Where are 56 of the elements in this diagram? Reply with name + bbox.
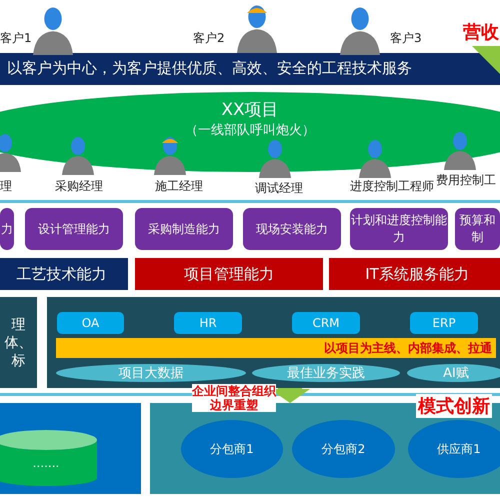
system-box (292, 312, 360, 334)
node-title: 设计管理能力 (38, 220, 110, 238)
person-label: 客户1 (0, 30, 32, 47)
node-title: IT系统服务能力 (365, 264, 469, 284)
node-title: 理体、标 (4, 316, 34, 370)
system-box (57, 312, 124, 334)
system-box (174, 312, 242, 334)
node-subtitle: （一线部队呼叫炮火） (185, 122, 315, 139)
node-title: 计划和进度控制能力 (350, 212, 448, 246)
enterprise-panel (0, 403, 141, 494)
node-title: 分包商1 (210, 440, 254, 458)
node-title: HR (199, 316, 217, 330)
node-title: 最佳业务实践 (287, 365, 365, 382)
node-title: 采购制造能力 (148, 220, 220, 238)
node-title: 预算和制 (458, 212, 496, 246)
node-title: CRM (312, 316, 340, 330)
node-title: 现场安装能力 (256, 220, 328, 238)
node-title: AI赋 (443, 365, 469, 382)
capability-box (0, 208, 14, 250)
capability-bar (0, 258, 128, 290)
person-label: 客户3 (390, 30, 422, 47)
person-label: 采购经理 (55, 178, 103, 195)
callout-text: 营收 (463, 21, 499, 44)
node-title: 项目大数据 (118, 365, 184, 382)
capability-box (25, 208, 123, 250)
person-label: 施工经理 (155, 178, 203, 195)
system-box (410, 312, 478, 334)
node-title: 项目管理能力 (184, 264, 274, 284)
node-title: 供应商1 (437, 440, 481, 458)
node-title: 以项目为主线、内部集成、拉通 (324, 340, 492, 356)
node-title: 工艺技术能力 (16, 264, 106, 284)
node-title: OA (82, 316, 100, 330)
banner-band (0, 53, 500, 85)
platform-disc (407, 364, 500, 382)
node-title: XX项目 (221, 99, 279, 121)
edge-label: 企业间整合组织边界重塑 (192, 384, 276, 412)
callout-text: 模式创新 (416, 394, 492, 418)
node-title: ....... (32, 456, 60, 470)
node-title: 力 (1, 220, 13, 238)
system-panel (0, 297, 37, 388)
person-label: 费用控制工 (436, 172, 496, 189)
node-title: ERP (432, 316, 456, 330)
person-label: 进度控制工程师 (350, 178, 434, 195)
capability-bar (329, 258, 500, 290)
integration-bar (56, 338, 496, 358)
person-label: 客户2 (193, 30, 225, 47)
person-label: 调试经理 (255, 180, 303, 197)
database-cylinder (0, 430, 97, 486)
capability-box (243, 208, 341, 250)
capability-box (135, 208, 233, 250)
partner-ellipse (408, 420, 500, 478)
node-title: 分包商2 (322, 440, 366, 458)
person-label: 理 (0, 178, 12, 195)
capability-bar (135, 258, 323, 290)
project-ellipse (0, 92, 500, 172)
node-title: 以客户为中心，为客户提供优质、高效、安全的工程技术服务 (7, 59, 412, 78)
